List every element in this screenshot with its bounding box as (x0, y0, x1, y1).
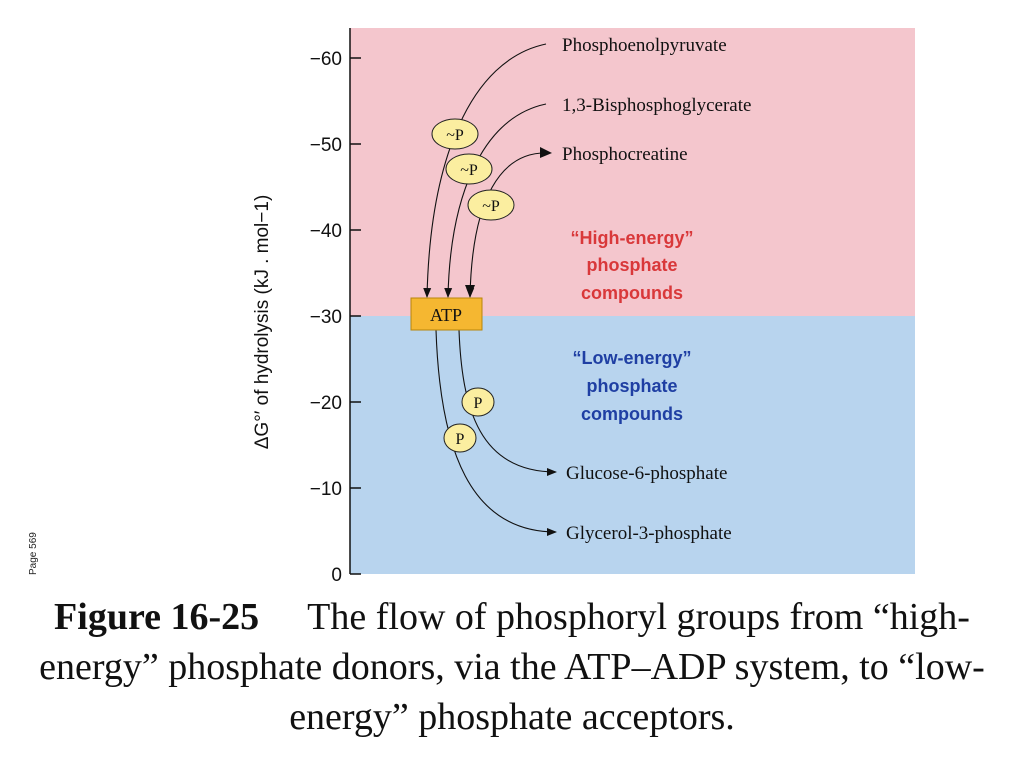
high-energy-p-badge-1: ~P (431, 118, 479, 150)
atp-inbound-arrowhead (465, 285, 475, 297)
low-label-line-2: phosphate (586, 376, 677, 396)
high-label-line-3: compounds (581, 283, 683, 303)
high-energy-group-label: “High-energy” phosphate compounds (570, 228, 693, 303)
page-note: Page 569 (28, 532, 39, 575)
flow-atp-to-phosphocreatine (466, 152, 551, 298)
y-tick-label: −10 (310, 479, 342, 500)
flow-atp-to-glucose-6-phosphate (458, 329, 557, 476)
donor-label-bisphosphoglycerate: 1,3-Bisphosphoglycerate (562, 95, 751, 116)
svg-text:~P: ~P (460, 162, 478, 179)
svg-text:~P: ~P (482, 198, 500, 215)
flow-atp-to-glycerol-3-phosphate (435, 329, 557, 536)
low-label-line-1: “Low-energy” (572, 348, 691, 368)
y-tick-label: −50 (310, 135, 342, 156)
phosphocreatine-arrowhead (540, 147, 552, 158)
y-axis: −60 −50 −40 −30 −20 −10 0 (310, 28, 361, 586)
high-label-line-1: “High-energy” (570, 228, 693, 248)
low-label-line-3: compounds (581, 404, 683, 424)
high-energy-p-badge-3: ~P (467, 189, 515, 221)
y-tick-label: 0 (331, 565, 342, 586)
svg-text:~P: ~P (446, 127, 464, 144)
y-axis-title: ΔG°′ of hydrolysis (kJ . mol−1) (252, 195, 273, 450)
acceptor-label-glucose-6-phosphate: Glucose-6-phosphate (566, 463, 727, 484)
atp-box: ATP (410, 297, 483, 331)
y-tick-label: −30 (310, 307, 342, 328)
phosphoryl-flow-diagram: −60 −50 −40 −30 −20 −10 0 ΔG°′ of hydrolysis (… (28, 28, 915, 586)
high-energy-band (350, 28, 915, 316)
y-tick-label: −20 (310, 393, 342, 414)
low-energy-p-badge-1: P (461, 387, 495, 417)
y-tick-label: −60 (310, 49, 342, 70)
y-tick-label: −40 (310, 221, 342, 242)
svg-text:P: P (474, 395, 483, 412)
donor-label-phosphoenolpyruvate: Phosphoenolpyruvate (562, 35, 727, 56)
acceptor-label-glycerol-3-phosphate: Glycerol-3-phosphate (566, 523, 732, 544)
low-energy-p-badge-2: P (443, 423, 477, 453)
high-energy-p-badge-2: ~P (445, 153, 493, 185)
low-energy-band (350, 316, 915, 574)
phosphoryl-badges: ~P ~P ~P P P (431, 118, 515, 453)
caption-text: The flow of phosphoryl groups from “high… (39, 596, 985, 738)
atp-box-frame (410, 297, 483, 331)
donor-label-phosphocreatine: Phosphocreatine (562, 144, 688, 165)
svg-text:P: P (456, 431, 465, 448)
figure-label: Figure 16-25 (54, 596, 260, 638)
atp-label: ATP (430, 305, 462, 325)
high-label-line-2: phosphate (586, 255, 677, 275)
low-energy-group-label: “Low-energy” phosphate compounds (572, 348, 691, 424)
